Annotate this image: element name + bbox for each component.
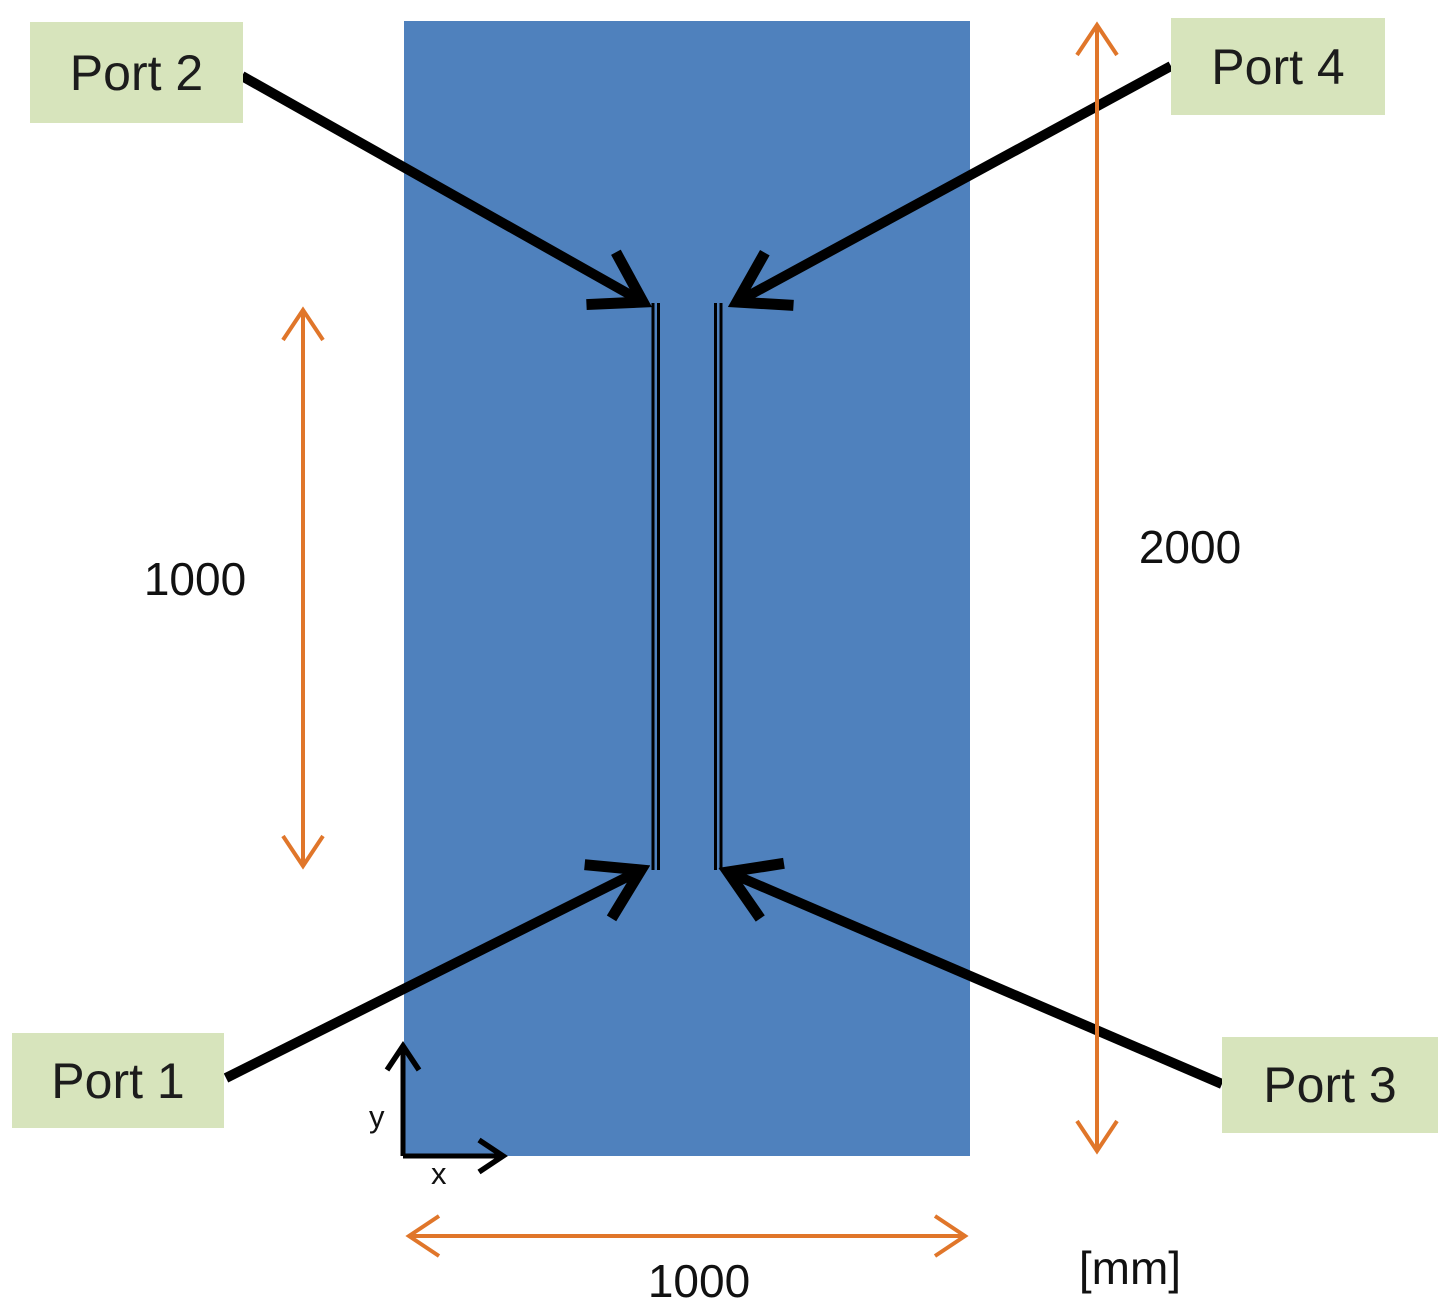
x-axis-label: x xyxy=(431,1156,447,1191)
port2-arrow xyxy=(239,71,643,302)
port4-label: Port 4 xyxy=(1171,18,1385,115)
plate-width-value: 1000 xyxy=(647,1255,751,1307)
port3-label: Port 3 xyxy=(1222,1037,1438,1133)
y-axis-label: y xyxy=(369,1099,385,1134)
substrate-plate xyxy=(404,21,970,1156)
port1-label: Port 1 xyxy=(12,1033,224,1128)
port2-label: Port 2 xyxy=(30,22,243,123)
port3-arrow xyxy=(728,872,1224,1089)
slot-length-value: 1000 xyxy=(143,553,247,605)
coupled-slots xyxy=(651,303,723,870)
port1-arrow xyxy=(223,870,641,1083)
plate-height-value: 2000 xyxy=(1138,521,1242,573)
units-label: [mm] xyxy=(1078,1242,1182,1294)
